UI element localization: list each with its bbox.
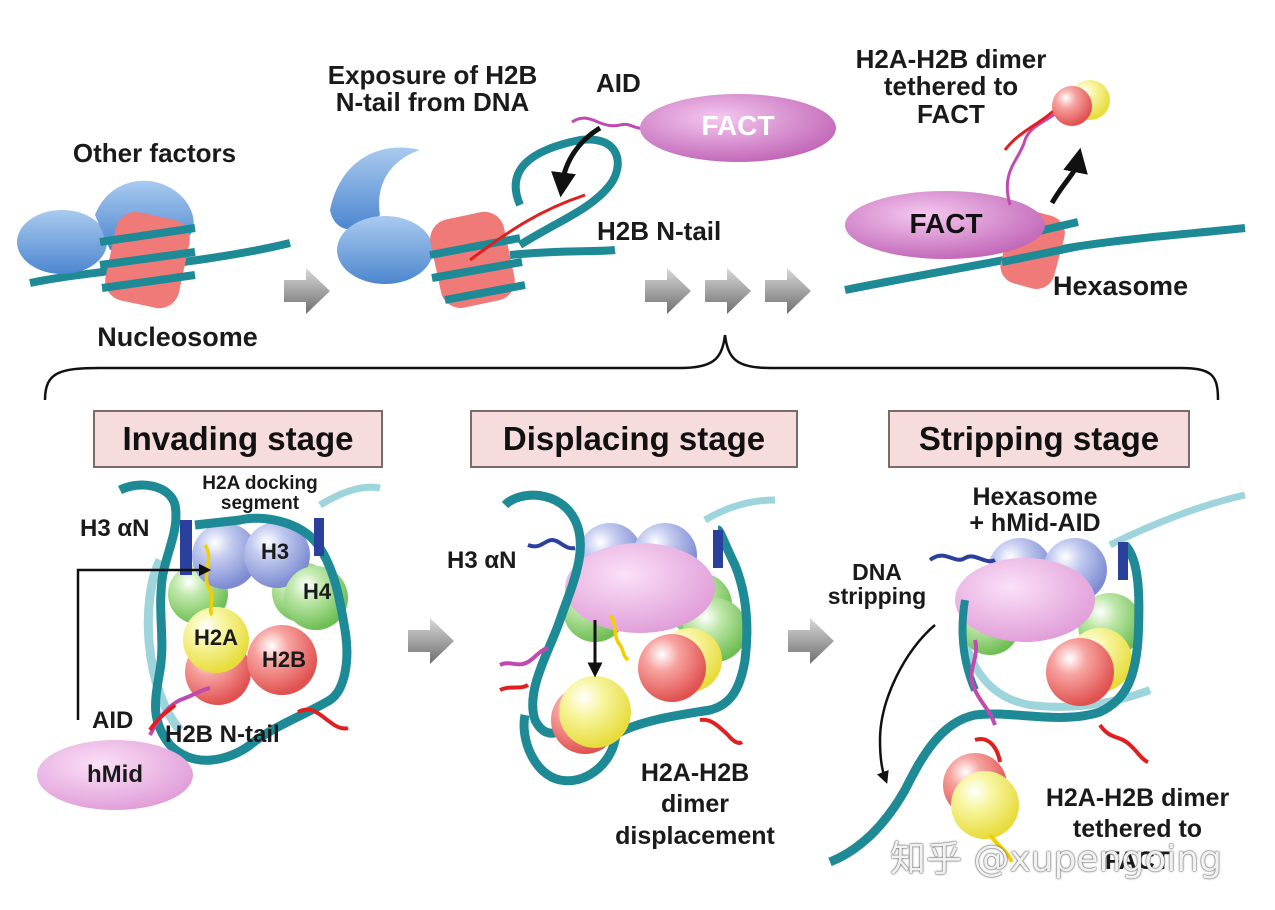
- h3-an-label: H3 αN: [80, 515, 150, 542]
- h2b-ntail-label-invading: H2B N-tail: [165, 721, 280, 748]
- displacing-stage-box: Displacing stage: [470, 410, 798, 468]
- dna-stripping-label: DNA stripping: [827, 559, 927, 610]
- displacing-panel-art: [499, 490, 776, 786]
- h2b-label: H2B: [261, 647, 306, 672]
- hexasome-panel: [844, 80, 1246, 294]
- step-arrow: [408, 618, 454, 664]
- other-factors-label: Other factors: [72, 138, 237, 168]
- hexasome-label: Hexasome: [1053, 271, 1189, 301]
- invading-panel-art: [37, 480, 381, 810]
- invading-stage-box: Invading stage: [93, 410, 383, 468]
- stripping-stage-box: Stripping stage: [888, 410, 1190, 468]
- aid-label: AID: [596, 68, 641, 98]
- fact-ellipse: [640, 94, 836, 162]
- fact-label-right: FACT: [909, 208, 983, 239]
- stripping-panel-art: [828, 491, 1246, 867]
- nucleosome-core: [99, 212, 196, 309]
- h3-an-label-displacing: H3 αN: [447, 547, 517, 574]
- hexasome-hmid-label: Hexasome + hMid-AID: [969, 483, 1101, 538]
- exposure-label: Exposure of H2B N-tail from DNA: [327, 60, 538, 118]
- step-arrow: [788, 618, 834, 664]
- hmid-ellipse: [37, 740, 193, 810]
- h3-label: H3: [260, 539, 290, 564]
- nucleosome-panel: [17, 180, 291, 309]
- bracket: [43, 334, 1220, 401]
- h2a-docking-label: H2A docking segment: [202, 473, 318, 514]
- h4-label: H4: [302, 579, 332, 604]
- fact-ellipse-right: [845, 191, 1045, 259]
- dimer-displacement-label: H2A-H2B dimer displacement: [615, 759, 775, 850]
- hmid-label: hMid: [87, 761, 143, 788]
- step-arrows-triple: [645, 268, 811, 314]
- h2a-label: H2A: [193, 625, 238, 650]
- step-arrow: [284, 268, 330, 314]
- watermark: 知乎 @xupengoing: [890, 839, 1222, 880]
- dimer-tethered-label-stripping: H2A-H2B dimer tethered to FACT: [1045, 784, 1230, 875]
- aid-label-invading: AID: [92, 707, 134, 734]
- dimer-tethered-label: H2A-H2B dimer tethered to FACT: [855, 44, 1047, 129]
- exposure-panel: [330, 94, 836, 308]
- fact-label: FACT: [701, 110, 775, 141]
- other-factor-blob: [17, 210, 107, 274]
- nucleosome-label: Nucleosome: [97, 322, 258, 352]
- h2b-ntail-label: H2B N-tail: [597, 216, 722, 246]
